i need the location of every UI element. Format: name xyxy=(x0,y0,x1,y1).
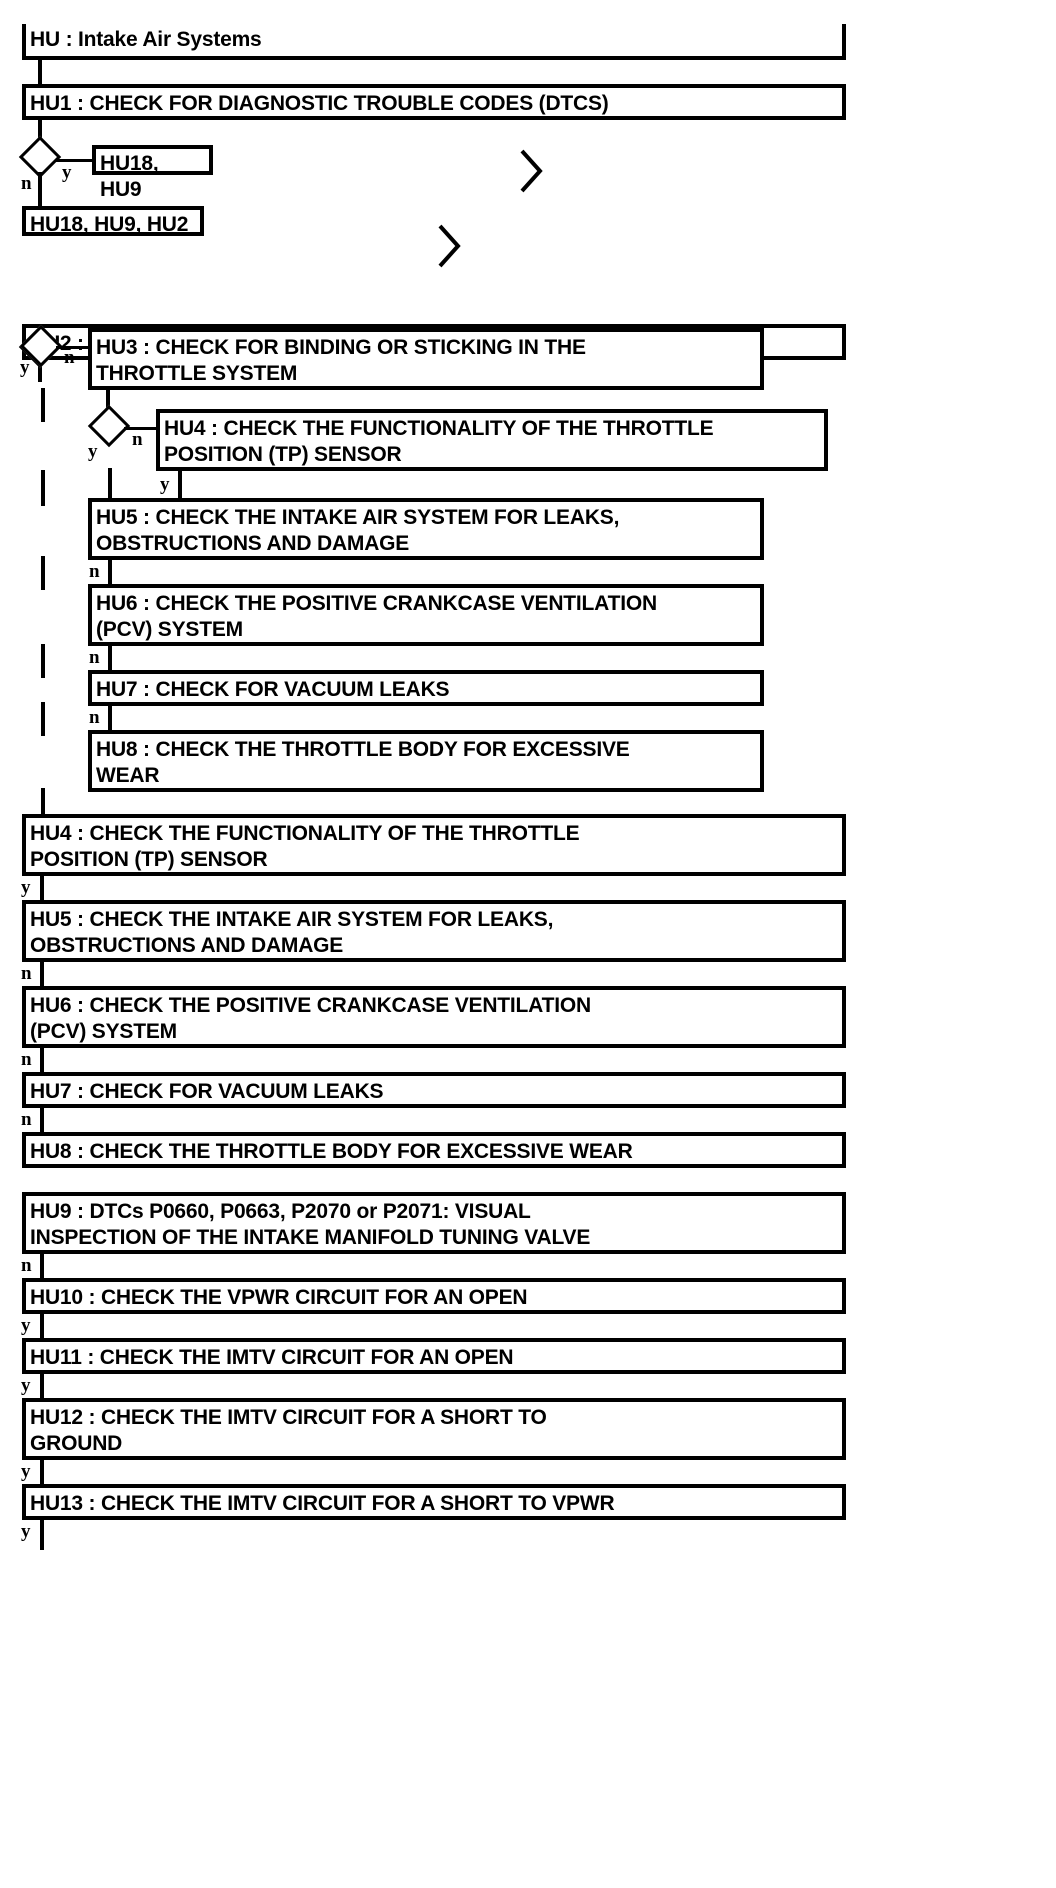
connector-decision2-yes-seg2 xyxy=(41,470,45,506)
node-hu-title[interactable]: HU : Intake Air Systems xyxy=(22,24,846,60)
node-hu10[interactable]: HU10 : CHECK THE VPWR CIRCUIT FOR AN OPE… xyxy=(22,1278,846,1314)
node-hu13[interactable]: HU13 : CHECK THE IMTV CIRCUIT FOR A SHOR… xyxy=(22,1484,846,1520)
branch-label-hu4m-y: y xyxy=(21,877,31,898)
branch-label-hu13-y: y xyxy=(21,1521,31,1542)
connector-decision2-yes-seg1 xyxy=(41,388,45,422)
node-hu8-main[interactable]: HU8 : CHECK THE THROTTLE BODY FOR EXCESS… xyxy=(22,1132,846,1168)
branch-label-d3-y: y xyxy=(88,441,98,462)
branch-label-hu11-y: y xyxy=(21,1375,31,1396)
branch-label-d2-n: n xyxy=(64,347,75,368)
connector-hu4main-yes xyxy=(40,876,44,902)
node-hu5-nested[interactable]: HU5 : CHECK THE INTAKE AIR SYSTEM FOR LE… xyxy=(88,498,764,560)
branch-label-hu6m-n: n xyxy=(21,1049,32,1070)
node-hu6-nested[interactable]: HU6 : CHECK THE POSITIVE CRANKCASE VENTI… xyxy=(88,584,764,646)
branch-label-d1-y: y xyxy=(62,162,72,183)
branch-label-hu12-y: y xyxy=(21,1461,31,1482)
node-hu6-main[interactable]: HU6 : CHECK THE POSITIVE CRANKCASE VENTI… xyxy=(22,986,846,1048)
node-ref-hu18-hu9-hu2[interactable]: HU18, HU9, HU2 xyxy=(22,206,204,236)
chevron-arrow-icon-2 xyxy=(436,222,462,270)
branch-label-hu9-n: n xyxy=(21,1255,32,1276)
connector-decision1-yes xyxy=(55,159,92,162)
connector-decision2-no xyxy=(56,346,90,349)
connector-decision2-yes-seg6 xyxy=(41,788,45,824)
node-hu5-main[interactable]: HU5 : CHECK THE INTAKE AIR SYSTEM FOR LE… xyxy=(22,900,846,962)
chevron-arrow-icon-1 xyxy=(518,147,544,195)
node-hu7-main[interactable]: HU7 : CHECK FOR VACUUM LEAKS xyxy=(22,1072,846,1108)
connector-hu10-yes xyxy=(40,1314,44,1340)
connector-title-to-hu1 xyxy=(38,60,42,100)
branch-label-hu7n-n: n xyxy=(89,707,100,728)
branch-label-hu4n-y: y xyxy=(160,474,170,495)
branch-label-hu7m-n: n xyxy=(21,1109,32,1130)
connector-hu13-yes xyxy=(40,1520,44,1550)
node-hu8-nested[interactable]: HU8 : CHECK THE THROTTLE BODY FOR EXCESS… xyxy=(88,730,764,792)
branch-label-hu5m-n: n xyxy=(21,963,32,984)
node-hu12[interactable]: HU12 : CHECK THE IMTV CIRCUIT FOR A SHOR… xyxy=(22,1398,846,1460)
connector-hu6main-no xyxy=(40,1048,44,1074)
connector-hu9-no xyxy=(40,1254,44,1280)
node-hu7-nested[interactable]: HU7 : CHECK FOR VACUUM LEAKS xyxy=(88,670,764,706)
connector-decision2-yes-seg4 xyxy=(41,644,45,678)
connector-hu7nested-no xyxy=(108,706,112,732)
connector-decision1-no xyxy=(38,172,42,206)
connector-hu6nested-no xyxy=(108,646,112,672)
connector-hu5nested-no xyxy=(108,560,112,586)
node-hu3[interactable]: HU3 : CHECK FOR BINDING OR STICKING IN T… xyxy=(88,328,764,390)
connector-hu5main-no xyxy=(40,962,44,988)
connector-decision3-no xyxy=(124,427,158,430)
connector-hu11-yes xyxy=(40,1374,44,1400)
connector-decision2-yes-seg3 xyxy=(41,556,45,590)
node-hu4-nested[interactable]: HU4 : CHECK THE FUNCTIONALITY OF THE THR… xyxy=(156,409,828,471)
node-hu1[interactable]: HU1 : CHECK FOR DIAGNOSTIC TROUBLE CODES… xyxy=(22,84,846,120)
connector-decision2-yes-seg5 xyxy=(41,702,45,736)
node-hu4-main[interactable]: HU4 : CHECK THE FUNCTIONALITY OF THE THR… xyxy=(22,814,846,876)
connector-hu2-to-decision2 xyxy=(38,360,42,382)
node-ref-hu18-hu9[interactable]: HU18, HU9 xyxy=(92,145,213,201)
branch-label-hu6n-n: n xyxy=(89,647,100,668)
branch-label-d3-n: n xyxy=(132,429,143,450)
node-hu11[interactable]: HU11 : CHECK THE IMTV CIRCUIT FOR AN OPE… xyxy=(22,1338,846,1374)
connector-hu1-to-decision1 xyxy=(38,120,42,142)
branch-label-d2-y: y xyxy=(20,357,30,378)
connector-hu12-yes xyxy=(40,1460,44,1486)
connector-hu3-to-decision3 xyxy=(106,390,110,412)
node-hu9[interactable]: HU9 : DTCs P0660, P0663, P2070 or P2071:… xyxy=(22,1192,846,1254)
connector-hu4nested-yes xyxy=(178,471,182,504)
branch-label-hu10-y: y xyxy=(21,1315,31,1336)
connector-decision3-yes-seg1 xyxy=(108,468,112,504)
branch-label-d1-n: n xyxy=(21,173,32,194)
connector-hu7main-no xyxy=(40,1108,44,1134)
branch-label-hu5n-n: n xyxy=(89,561,100,582)
